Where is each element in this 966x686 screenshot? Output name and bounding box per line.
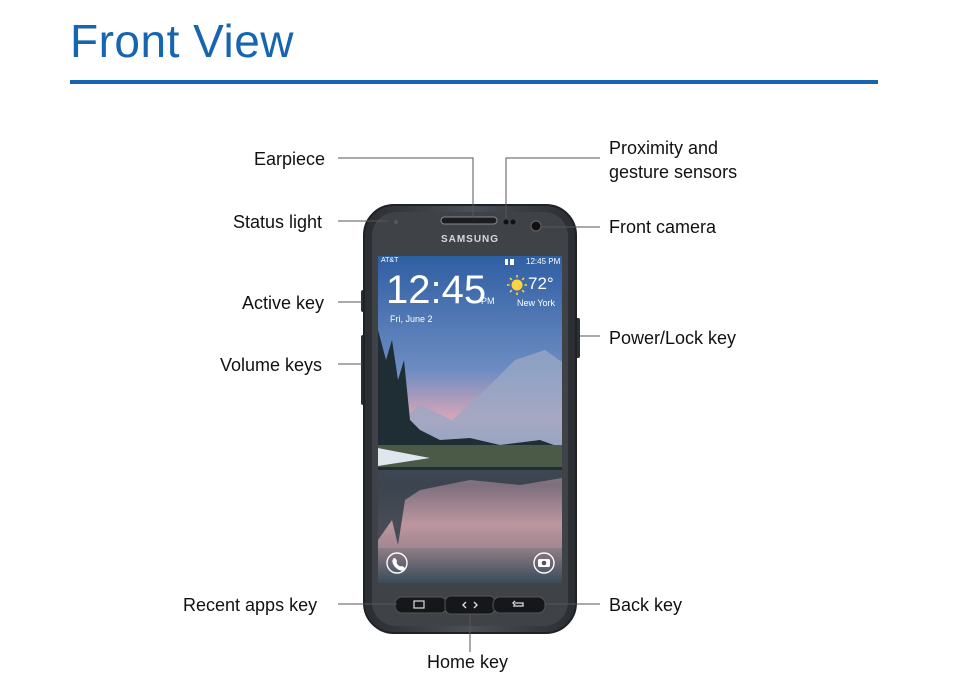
status-light xyxy=(394,220,398,224)
weather-city: New York xyxy=(517,298,556,308)
back-key[interactable] xyxy=(492,596,546,614)
back-icon xyxy=(512,600,524,607)
callout-active-key: Active key xyxy=(242,293,325,313)
home-icon xyxy=(462,601,478,609)
callout-proximity-line2: gesture sensors xyxy=(609,162,738,182)
lockscreen-ampm: PM xyxy=(481,296,495,306)
phone-glyph xyxy=(392,558,405,571)
callout-recent-apps-key: Recent apps key xyxy=(183,595,318,615)
callout-home-key: Home key xyxy=(427,652,509,672)
snow xyxy=(378,448,430,466)
page-title: Front View xyxy=(70,15,295,67)
gesture-sensor xyxy=(510,219,516,225)
callout-earpiece: Earpiece xyxy=(254,149,326,169)
lockscreen-date: Fri, June 2 xyxy=(390,314,433,324)
callout-power-lock-key: Power/Lock key xyxy=(609,328,737,348)
battery-icon xyxy=(510,259,514,265)
brand-logo: SAMSUNG xyxy=(440,234,500,245)
earpiece-leader xyxy=(338,157,474,218)
earpiece xyxy=(440,216,498,225)
proximity-leader xyxy=(505,157,600,218)
callout-status-light: Status light xyxy=(233,212,323,232)
phone-shortcut-icon[interactable] xyxy=(386,552,408,574)
weather-temp: 72° xyxy=(528,274,554,293)
treeline xyxy=(378,330,562,470)
proximity-sensor xyxy=(503,219,509,225)
mountains xyxy=(378,350,562,448)
status-time: 12:45 PM xyxy=(526,257,561,266)
title-rule xyxy=(70,80,878,84)
callout-volume-keys: Volume keys xyxy=(220,355,323,375)
reflection xyxy=(378,470,562,545)
shore xyxy=(378,445,562,467)
carrier-label: AT&T xyxy=(381,257,399,264)
callout-back-key: Back key xyxy=(609,595,683,615)
camera-lens-glyph xyxy=(541,560,547,566)
signal-icon xyxy=(505,259,508,265)
front-camera xyxy=(530,220,542,232)
callout-proximity-line1: Proximity and xyxy=(609,138,719,158)
callout-front-camera: Front camera xyxy=(609,217,717,237)
recent-apps-icon xyxy=(413,600,425,609)
lockscreen-clock: 12:45 xyxy=(386,268,487,312)
sun-icon xyxy=(507,275,527,295)
camera-shortcut-icon[interactable] xyxy=(533,552,555,574)
